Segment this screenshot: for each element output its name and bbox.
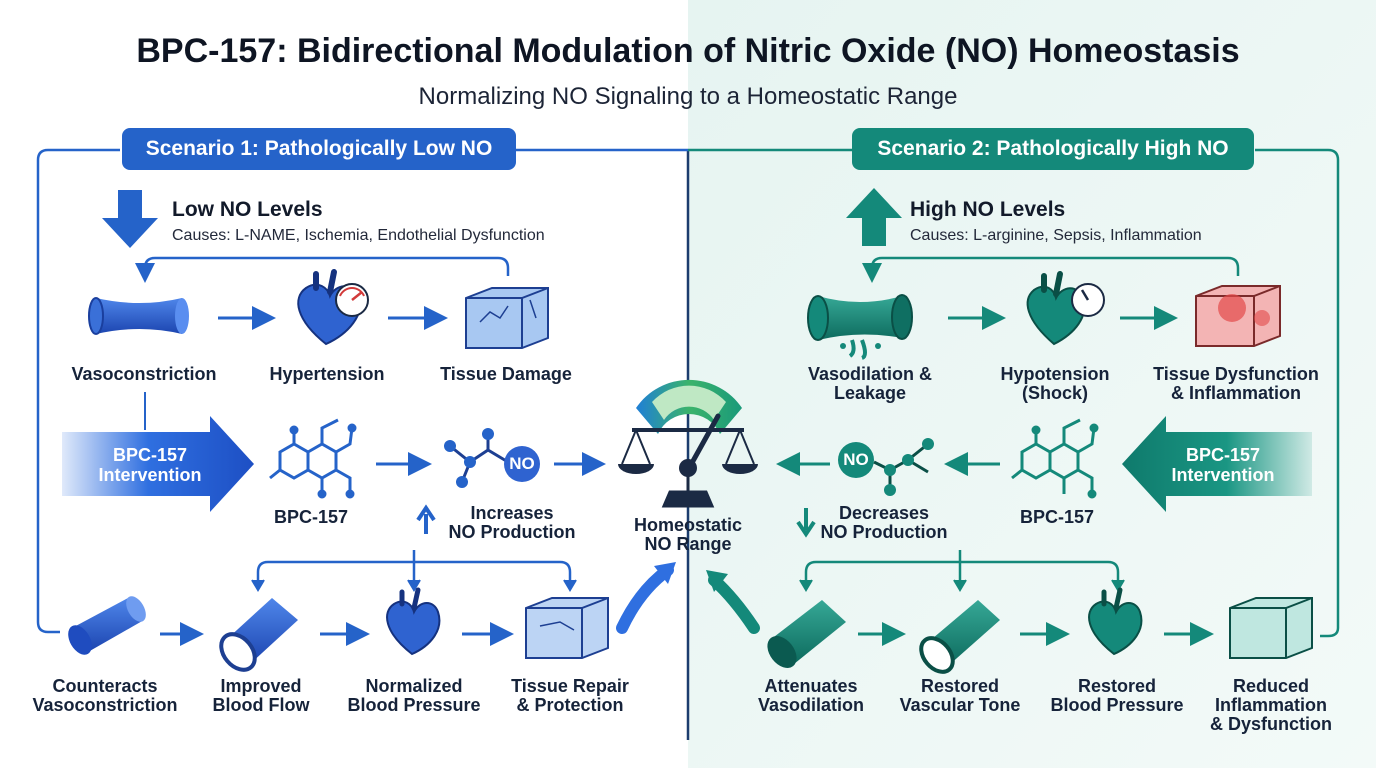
heart-icon-2 bbox=[1088, 587, 1143, 656]
problem-tissue-dysfunction: Tissue Dysfunction & Inflammation bbox=[1146, 365, 1326, 403]
vasoconstriction-icon bbox=[88, 297, 189, 335]
outcome7-line2: Blood Pressure bbox=[1050, 694, 1184, 715]
outcome3-line1: Normalized bbox=[365, 676, 463, 696]
scenario1-intervention-arrow bbox=[62, 416, 254, 512]
homeostatic-range-label: Homeostatic NO Range bbox=[618, 516, 758, 554]
outcome-improved-blood-flow: Improved Blood Flow bbox=[196, 677, 326, 715]
problem-tissue-damage: Tissue Damage bbox=[440, 364, 572, 384]
page-title: BPC-157: Bidirectional Modulation of Nit… bbox=[136, 32, 1240, 70]
improved-flow-vessel-icon bbox=[219, 598, 298, 672]
scenario1-no-label: NO bbox=[509, 454, 535, 473]
outcome-counteracts-vasoconstriction: Counteracts Vasoconstriction bbox=[22, 677, 188, 715]
scenario2-bpc157-label: BPC-157 bbox=[1019, 507, 1095, 527]
scenario2-intervention-line1: BPC-157 bbox=[1185, 445, 1261, 465]
no-molecule-icon bbox=[444, 428, 540, 488]
outcome2-line2: Blood Flow bbox=[212, 694, 310, 715]
outcome-restored-blood-pressure: Restored Blood Pressure bbox=[1042, 677, 1192, 715]
tissue-damage-icon bbox=[465, 287, 549, 349]
problem2c-line1: Tissue Dysfunction bbox=[1153, 364, 1319, 384]
scenario2-intervention-line2: Intervention bbox=[1171, 464, 1275, 485]
outcome1-line1: Counteracts bbox=[52, 676, 158, 696]
up-arrow-icon bbox=[846, 188, 902, 246]
scenario2-effect-line2: NO Production bbox=[820, 521, 948, 542]
counteract-vessel-icon bbox=[68, 596, 146, 655]
heart-icon bbox=[386, 587, 441, 656]
decrease-arrow-icon bbox=[796, 508, 816, 538]
scenario1-causes: Causes: L-NAME, Ischemia, Endothelial Dy… bbox=[172, 227, 545, 244]
outcome5-line2: Vasodilation bbox=[757, 694, 865, 715]
scenario1-header: Scenario 1: Pathologically Low NO bbox=[122, 128, 516, 170]
scenario1-level-title: Low NO Levels bbox=[172, 198, 323, 221]
problem2a-line1: Vasodilation & bbox=[807, 364, 933, 384]
homeostatic-line2: NO Range bbox=[644, 533, 732, 554]
scenario2-intervention-arrow bbox=[1122, 416, 1312, 512]
problem2b-line2: (Shock) bbox=[1021, 382, 1088, 403]
scenario1-intervention-line2: Intervention bbox=[98, 464, 202, 485]
scenario2-effect-line1: Decreases bbox=[838, 503, 930, 523]
outcome4-line2: & Protection bbox=[516, 694, 624, 715]
bpc157-molecule-icon bbox=[269, 418, 357, 499]
scenario1-effect-line1: Increases bbox=[470, 503, 554, 523]
outcome8-line3: & Dysfunction bbox=[1209, 713, 1332, 734]
outcome5-line1: Attenuates bbox=[764, 676, 858, 696]
outcome7-line1: Restored bbox=[1077, 676, 1157, 696]
bpc157-molecule-icon-2 bbox=[1011, 418, 1099, 499]
problem-vasoconstriction: Vasoconstriction bbox=[71, 364, 217, 384]
outcome6-line2: Vascular Tone bbox=[899, 694, 1021, 715]
problem2a-line2: Leakage bbox=[833, 382, 907, 403]
page-subtitle: Normalizing NO Signaling to a Homeostati… bbox=[418, 83, 958, 110]
down-arrow-icon bbox=[102, 190, 158, 248]
scenario2-causes: Causes: L-arginine, Sepsis, Inflammation bbox=[910, 227, 1202, 244]
tissue-repair-icon bbox=[525, 597, 609, 659]
outcome1-line2: Vasoconstriction bbox=[32, 694, 178, 715]
outcome-restored-vascular-tone: Restored Vascular Tone bbox=[888, 677, 1032, 715]
scenario2-frame bbox=[1255, 148, 1340, 638]
scenario1-bpc157-label: BPC-157 bbox=[273, 507, 349, 527]
vasodilation-leakage-icon bbox=[807, 294, 913, 360]
scenario1-intervention: BPC-157 Intervention bbox=[80, 445, 220, 486]
problem2c-line2: & Inflammation bbox=[1170, 382, 1301, 403]
outcome-tissue-repair: Tissue Repair & Protection bbox=[496, 677, 644, 715]
scenario1-effect-line2: NO Production bbox=[448, 521, 576, 542]
heart-gauge-low-icon bbox=[1026, 271, 1105, 346]
reduced-inflammation-icon bbox=[1229, 597, 1313, 659]
heart-gauge-icon bbox=[297, 269, 369, 346]
outcome3-line2: Blood Pressure bbox=[347, 694, 481, 715]
outcome2-line1: Improved bbox=[220, 676, 302, 696]
scenario2-intervention: BPC-157 Intervention bbox=[1158, 445, 1288, 486]
homeostatic-line1: Homeostatic bbox=[633, 515, 743, 535]
problem2b-line1: Hypotension bbox=[1000, 364, 1110, 384]
problem-vasodilation-leakage: Vasodilation & Leakage bbox=[790, 365, 950, 403]
balance-scale-icon bbox=[618, 379, 758, 508]
attenuate-vessel-icon bbox=[767, 600, 846, 668]
problem-hypotension: Hypotension (Shock) bbox=[980, 365, 1130, 403]
outcome8-line2: Inflammation bbox=[1214, 694, 1327, 715]
tissue-inflammation-icon bbox=[1195, 285, 1281, 347]
scenario2-level-title: High NO Levels bbox=[910, 198, 1066, 221]
no-molecule-icon-2 bbox=[838, 438, 934, 496]
scenario1-frame bbox=[36, 148, 120, 634]
outcome-normalized-blood-pressure: Normalized Blood Pressure bbox=[338, 677, 490, 715]
scenario1-effect: Increases NO Production bbox=[432, 504, 592, 542]
scenario2-header: Scenario 2: Pathologically High NO bbox=[852, 128, 1254, 170]
increase-arrow-icon bbox=[416, 504, 436, 534]
outcome4-line1: Tissue Repair bbox=[511, 676, 629, 696]
outcome-reduced-inflammation: Reduced Inflammation & Dysfunction bbox=[1198, 677, 1344, 734]
outcome6-line1: Restored bbox=[920, 676, 1000, 696]
outcome8-line1: Reduced bbox=[1232, 676, 1310, 696]
vascular-tone-vessel-icon bbox=[919, 600, 1000, 674]
problem-hypertension: Hypertension bbox=[269, 364, 385, 384]
scenario2-no-label: NO bbox=[843, 450, 869, 469]
scenario1-intervention-line1: BPC-157 bbox=[112, 445, 188, 465]
outcome-attenuates-vasodilation: Attenuates Vasodilation bbox=[736, 677, 886, 715]
scenario2-effect: Decreases NO Production bbox=[804, 504, 964, 542]
